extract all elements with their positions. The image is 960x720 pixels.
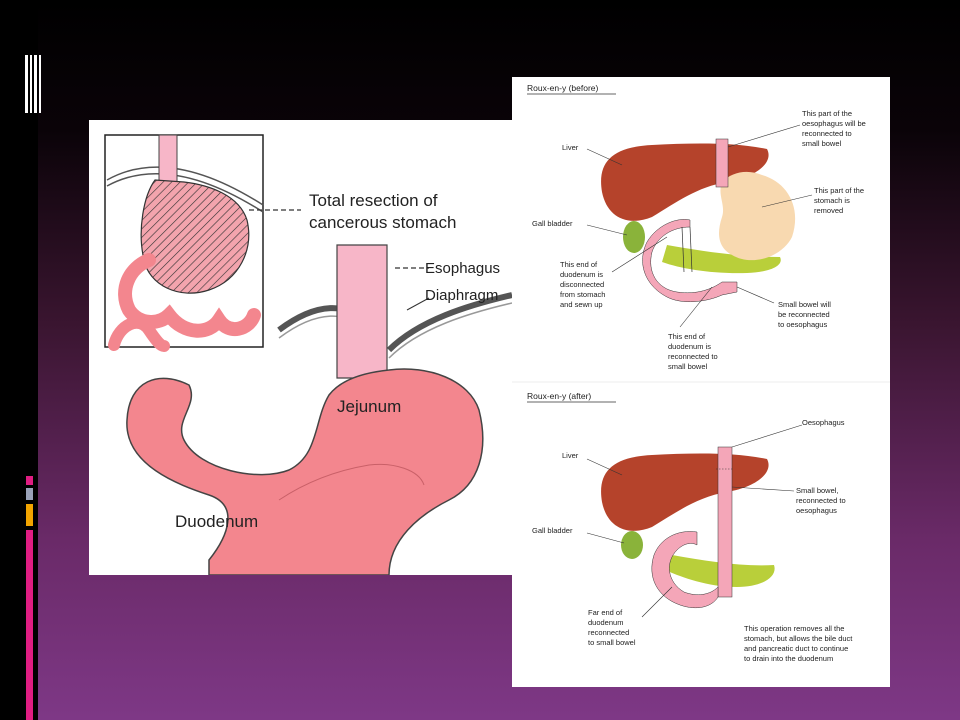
after-small-bowel-note: Small bowel, reconnected to oesophagus <box>796 486 848 515</box>
after-gall-bladder <box>621 531 643 559</box>
jejunum-loop <box>126 368 484 575</box>
main-esophagus <box>336 244 388 379</box>
after-title: Roux-en-y (after) <box>527 391 591 401</box>
before-duodenum-reconnected-note: This end of duodenum is reconnected to s… <box>668 332 720 371</box>
after-duodenum <box>651 531 719 608</box>
label-duodenum: Duodenum <box>175 512 258 531</box>
after-oesophagus-label: Oesophagus <box>802 418 845 427</box>
before-stomach <box>719 171 796 261</box>
label-resection-line2: cancerous stomach <box>309 213 456 232</box>
before-duodenum <box>642 219 738 302</box>
after-gall-bladder-label: Gall bladder <box>532 526 573 535</box>
accent-bar-pink <box>26 476 33 485</box>
label-esophagus: Esophagus <box>425 260 500 277</box>
inset-esophagus <box>158 134 178 183</box>
accent-bar-orange <box>26 504 33 526</box>
label-resection-line1: Total resection of <box>309 191 438 210</box>
label-diaphragm: Diaphragm <box>425 287 498 304</box>
after-operation-note: This operation removes all the stomach, … <box>744 624 855 663</box>
before-oesophagus <box>715 138 729 188</box>
accent-bar-magenta <box>26 530 33 720</box>
accent-bar-gray <box>26 488 33 500</box>
after-liver <box>601 453 769 531</box>
before-title: Roux-en-y (before) <box>527 83 599 93</box>
roux-en-y-figure: Roux-en-y (before) Liver Gall bladder Th… <box>512 77 890 687</box>
after-liver-label: Liver <box>562 451 579 460</box>
inset-stomach <box>140 179 250 294</box>
after-far-end-note: Far end of duodenum reconnected to small… <box>588 608 636 647</box>
after-small-bowel-column <box>717 446 733 598</box>
decorative-lines-icon <box>25 55 41 113</box>
before-liver-label: Liver <box>562 143 579 152</box>
before-gall-bladder-label: Gall bladder <box>532 219 573 228</box>
before-duodenum-disconnected-note: This end of duodenum is disconnected fro… <box>560 260 608 309</box>
total-gastrectomy-figure: Total resection of cancerous stomach Eso… <box>89 120 512 575</box>
before-stomach-note: This part of the stomach is removed <box>814 186 866 215</box>
before-small-bowel-note: Small bowel will be reconnected to oesop… <box>778 300 833 329</box>
label-jejunum: Jejunum <box>337 397 401 416</box>
before-gall-bladder <box>623 221 645 253</box>
before-oesophagus-note: This part of the oesophagus will be reco… <box>802 109 868 148</box>
